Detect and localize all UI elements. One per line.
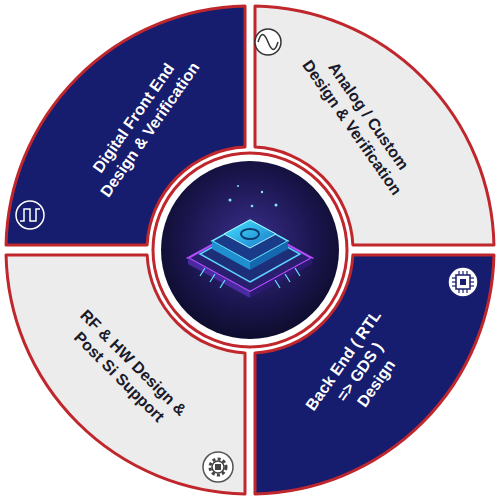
- gear-icon: [203, 452, 233, 482]
- square-wave-icon: [16, 201, 44, 229]
- center-ring: [153, 153, 347, 347]
- chip-icon: [448, 267, 478, 297]
- quadrant-segment: Back End ( RTL => GDS ) Design: [250, 250, 500, 500]
- quadrant-segment: Digital Front End Design & Verification: [0, 0, 250, 250]
- sine-icon: [255, 29, 281, 55]
- outer-ground: [6, 6, 494, 494]
- quadrant-segment: RF & HW Design & Post Si Support: [0, 250, 250, 500]
- quadrant-segment: Analog / Custom Design & Verification: [250, 0, 500, 250]
- chip-illustration: [188, 185, 312, 298]
- center-disc: [161, 161, 339, 339]
